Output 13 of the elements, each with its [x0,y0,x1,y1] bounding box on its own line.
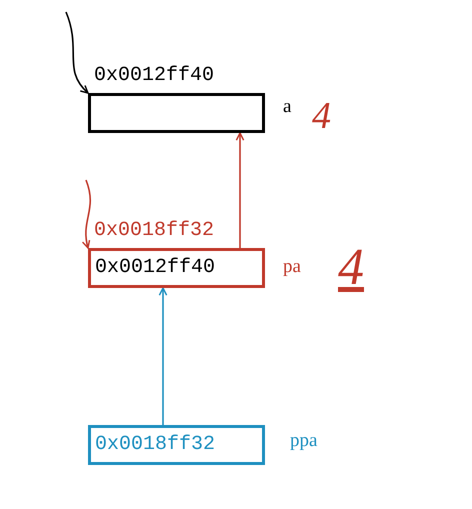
address-label: 0x0018ff32 [94,218,214,244]
variable-name: ppa [290,430,318,452]
size-note: 4 [312,94,331,138]
size-note: 4 [338,238,364,297]
variable-name: a [283,96,292,118]
arrow [82,180,92,249]
value-text: 0x0018ff32 [95,432,216,458]
value-text: 0x0012ff40 [95,255,216,281]
variable-name: pa [283,256,301,278]
arrow [65,12,89,94]
arrow [158,287,168,425]
arrow [236,132,244,248]
address-label: 0x0012ff40 [94,63,214,89]
